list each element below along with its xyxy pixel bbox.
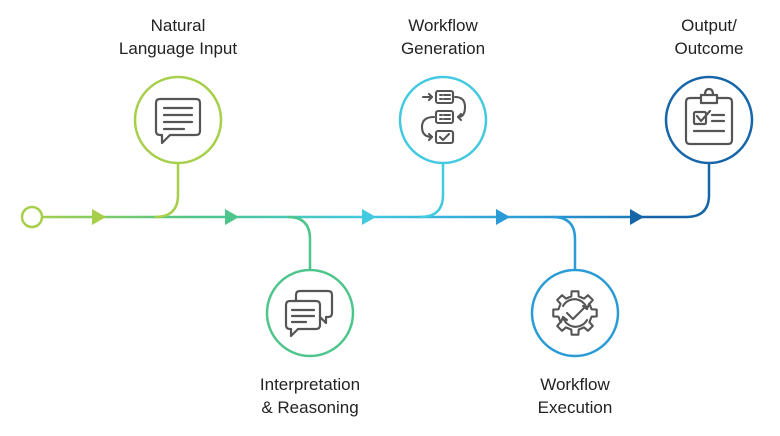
step-label-3: Workflow Generation bbox=[363, 14, 523, 60]
connector-step-3 bbox=[419, 163, 445, 219]
workflow-list-icon bbox=[420, 89, 467, 145]
step-circle-3 bbox=[398, 75, 488, 165]
step-label-1-line2: Language Input bbox=[118, 39, 238, 58]
step-label-5-line2: Outcome bbox=[674, 39, 744, 58]
step-label-4: Workflow Execution bbox=[495, 373, 655, 419]
step-circle-4 bbox=[530, 268, 620, 358]
step-label-2-line1: Interpretation bbox=[259, 375, 361, 394]
step-label-4-line1: Workflow bbox=[540, 375, 610, 394]
connector-step-1 bbox=[154, 163, 180, 219]
connector-step-2 bbox=[287, 215, 312, 270]
chat-bubbles-icon bbox=[284, 289, 334, 338]
connector-step-5 bbox=[640, 163, 711, 219]
arrow-marker-2 bbox=[225, 209, 239, 225]
arrow-marker-5 bbox=[630, 209, 644, 225]
arrow-marker-1 bbox=[92, 209, 106, 225]
step-circle-1 bbox=[133, 75, 223, 165]
step-label-5-line1: Output/ bbox=[681, 16, 737, 35]
step-label-4-line2: Execution bbox=[537, 398, 613, 417]
step-label-3-line2: Generation bbox=[400, 39, 486, 58]
step-label-5: Output/ Outcome bbox=[640, 14, 778, 60]
step-circle-2 bbox=[265, 268, 355, 358]
step-label-3-line1: Workflow bbox=[408, 16, 478, 35]
gear-check-icon bbox=[552, 290, 598, 336]
step-label-2: Interpretation & Reasoning bbox=[230, 373, 390, 419]
step-label-1: Natural Language Input bbox=[98, 14, 258, 60]
clipboard-check-icon bbox=[684, 87, 734, 146]
step-label-1-line1: Natural bbox=[150, 16, 206, 35]
start-node bbox=[20, 205, 44, 229]
arrow-marker-4 bbox=[496, 209, 510, 225]
message-lines-icon bbox=[154, 97, 202, 145]
connector-step-4 bbox=[552, 215, 577, 270]
arrow-marker-3 bbox=[362, 209, 376, 225]
step-label-2-line2: & Reasoning bbox=[261, 398, 359, 417]
